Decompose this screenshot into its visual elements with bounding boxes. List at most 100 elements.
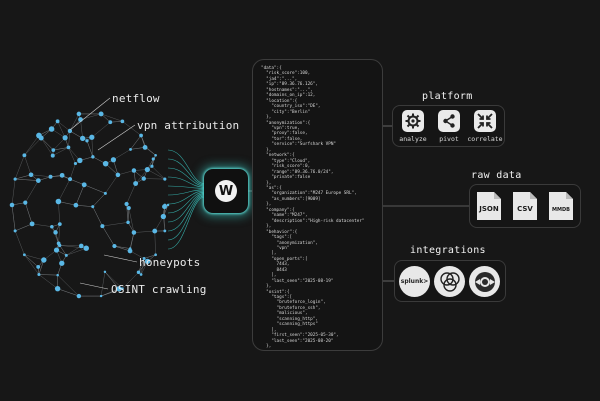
connector-line bbox=[167, 190, 205, 205]
network-node bbox=[66, 145, 71, 150]
network-node bbox=[83, 245, 89, 251]
network-node bbox=[73, 161, 78, 166]
network-node bbox=[141, 176, 146, 181]
json-line: "city":"Berlin" bbox=[261, 109, 311, 115]
feature-label: analyze bbox=[399, 135, 427, 143]
splunk-logo: splunk> bbox=[399, 266, 430, 297]
network-node bbox=[162, 204, 167, 210]
json-line: "private":false bbox=[261, 175, 311, 181]
network-edge bbox=[144, 254, 156, 259]
network-node bbox=[144, 166, 150, 173]
json-line: "organization":"M247 Europe SRL", bbox=[261, 191, 357, 197]
network-node bbox=[154, 153, 157, 157]
network-edge bbox=[38, 274, 58, 289]
network-edge bbox=[114, 245, 131, 249]
json-line: "location":{ bbox=[261, 98, 298, 104]
network-node bbox=[68, 177, 73, 182]
network-node bbox=[48, 126, 55, 132]
network-edge bbox=[15, 223, 33, 232]
network-edge bbox=[114, 245, 131, 252]
network-edge bbox=[15, 174, 32, 180]
network-node bbox=[80, 135, 86, 142]
label-leader-line bbox=[79, 282, 109, 290]
network-edge bbox=[68, 147, 76, 164]
network-node bbox=[126, 220, 130, 225]
network-node bbox=[139, 133, 143, 138]
network-node bbox=[36, 132, 42, 139]
network-edge bbox=[102, 225, 115, 247]
feature-analyze: analyze bbox=[397, 110, 429, 143]
network-node bbox=[54, 285, 61, 292]
network-edge bbox=[140, 258, 145, 275]
network-node bbox=[139, 273, 143, 276]
network-node bbox=[41, 257, 47, 263]
integrations-panel: splunk> bbox=[394, 260, 506, 302]
network-node bbox=[9, 202, 15, 208]
network-node bbox=[36, 265, 41, 269]
json-line: "scanning_https" bbox=[261, 322, 318, 328]
network-node bbox=[53, 247, 60, 253]
json-line: 7443, bbox=[261, 262, 290, 268]
network-node bbox=[166, 203, 170, 207]
gear-icon bbox=[402, 110, 424, 132]
json-line: "anonymization", bbox=[261, 240, 318, 246]
network-edge bbox=[14, 155, 25, 180]
lion-badge-logo bbox=[469, 266, 500, 297]
network-node bbox=[133, 181, 139, 186]
network-node bbox=[76, 111, 82, 117]
network-edge bbox=[57, 121, 71, 132]
json-line: ], bbox=[261, 251, 277, 257]
network-node bbox=[67, 128, 73, 134]
network-node bbox=[120, 119, 125, 124]
network-node bbox=[103, 191, 107, 195]
network-node bbox=[85, 139, 89, 143]
network-node bbox=[128, 247, 132, 250]
json-line: 8443 bbox=[261, 267, 287, 273]
network-node bbox=[127, 248, 133, 254]
json-panel: "data":{ "risk_score":100, "ja4":"...", … bbox=[252, 59, 383, 351]
json-line: "network":{ bbox=[261, 153, 295, 159]
network-edge bbox=[129, 250, 145, 259]
network-edge bbox=[58, 201, 61, 225]
network-edge bbox=[57, 121, 66, 138]
network-node bbox=[81, 182, 87, 188]
network-edge bbox=[24, 254, 40, 275]
network-node bbox=[102, 160, 109, 167]
network-node bbox=[100, 224, 105, 229]
network-node bbox=[23, 200, 28, 205]
json-line: "tor":false, bbox=[261, 136, 303, 142]
file-format-label: MMDB bbox=[552, 207, 570, 213]
network-node bbox=[29, 221, 35, 227]
platform-panel: analyze pivot correlate bbox=[392, 105, 505, 147]
json-line: "bruteforce_login", bbox=[261, 300, 326, 306]
network-edge bbox=[59, 245, 82, 247]
json-line: }, bbox=[261, 284, 272, 290]
json-line: }, bbox=[261, 224, 272, 230]
feature-label: correlate bbox=[467, 135, 503, 143]
network-node bbox=[160, 213, 167, 220]
connector-line bbox=[167, 193, 205, 223]
json-line: ], bbox=[261, 273, 277, 279]
network-edge bbox=[113, 159, 119, 175]
network-node bbox=[37, 273, 41, 277]
network-edge bbox=[151, 155, 156, 167]
network-edge bbox=[133, 230, 155, 233]
network-edge bbox=[66, 247, 87, 256]
json-line: "service":"Surfshark VPN" bbox=[261, 142, 337, 148]
file-format-label: CSV bbox=[517, 205, 533, 213]
label-leader-line bbox=[103, 254, 138, 263]
json-line: "osint":{ bbox=[261, 289, 290, 295]
network-node bbox=[56, 273, 59, 277]
network-edge bbox=[92, 193, 106, 207]
json-line: "tags":[ bbox=[261, 295, 293, 301]
network-edge bbox=[68, 130, 71, 148]
network-edge bbox=[15, 178, 39, 181]
json-line: "vpn":true, bbox=[261, 125, 300, 131]
file-format-label: JSON bbox=[478, 205, 499, 213]
json-line: "risk_score":100, bbox=[261, 71, 311, 77]
json-line: "risk_score":0, bbox=[261, 164, 311, 170]
json-line: "scanning_http", bbox=[261, 316, 318, 322]
network-edge bbox=[52, 147, 69, 156]
network-node bbox=[150, 164, 154, 168]
json-line: "first_seen":"2025-05-30", bbox=[261, 333, 339, 339]
